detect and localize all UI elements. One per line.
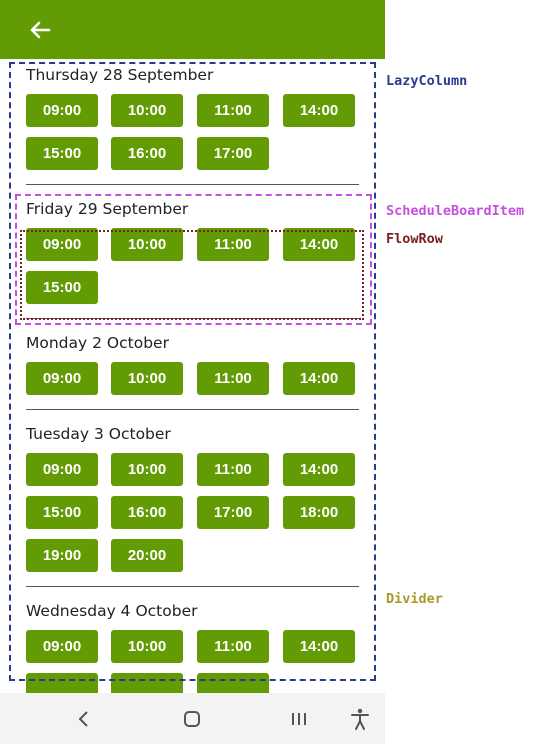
day-title: Monday 2 October bbox=[26, 334, 169, 352]
divider bbox=[26, 586, 359, 587]
flow-row-label: FlowRow bbox=[386, 231, 443, 247]
time-slot-button[interactable]: 09:00 bbox=[26, 453, 98, 486]
schedule-board-item-outline bbox=[15, 194, 372, 325]
phone-screen: Thursday 28 September 09:00 10:00 11:00 14:0… bbox=[0, 0, 385, 744]
day-title: Friday 29 September bbox=[26, 200, 189, 218]
time-slot-button[interactable]: 19:00 bbox=[26, 539, 98, 572]
flow-row-outline bbox=[20, 230, 364, 320]
lazy-column-label: LazyColumn bbox=[386, 73, 468, 89]
recents-icon[interactable] bbox=[287, 707, 311, 731]
time-slot-button[interactable]: 14:00 bbox=[283, 362, 355, 395]
time-slot-button[interactable]: 10:00 bbox=[111, 630, 183, 663]
time-slot-button[interactable]: 11:00 bbox=[197, 453, 269, 486]
time-slot-button[interactable]: 14:00 bbox=[283, 94, 355, 127]
system-nav-bar bbox=[0, 693, 385, 744]
accessibility-icon[interactable] bbox=[348, 707, 372, 731]
home-icon[interactable] bbox=[180, 707, 204, 731]
time-slot-button[interactable]: 10:00 bbox=[111, 94, 183, 127]
time-slot-button[interactable]: 16:00 bbox=[111, 137, 183, 170]
time-slot-button[interactable]: 15:00 bbox=[26, 271, 98, 304]
schedule-board-item-label: ScheduleBoardItem bbox=[386, 203, 525, 219]
day-title: Wednesday 4 October bbox=[26, 602, 198, 620]
time-slot-button[interactable]: 11:00 bbox=[197, 630, 269, 663]
time-slot-button[interactable]: 10:00 bbox=[111, 453, 183, 486]
time-slot-button[interactable]: 09:00 bbox=[26, 94, 98, 127]
time-slot-button[interactable]: 16:00 bbox=[111, 496, 183, 529]
time-slot-button[interactable]: 11:00 bbox=[197, 94, 269, 127]
lazy-column-outline bbox=[9, 62, 376, 681]
divider bbox=[26, 409, 359, 410]
schedule-list[interactable]: Thursday 28 September 09:00 10:00 11:00 14:0… bbox=[10, 62, 376, 702]
time-slot-button[interactable]: 14:00 bbox=[283, 453, 355, 486]
arrow-left-icon[interactable] bbox=[26, 16, 54, 44]
time-slot-button[interactable]: 09:00 bbox=[26, 362, 98, 395]
day-title: Thursday 28 September bbox=[26, 66, 214, 84]
time-slot-button[interactable]: 15:00 bbox=[26, 496, 98, 529]
time-slot-button[interactable]: 14:00 bbox=[283, 630, 355, 663]
time-slot-button[interactable]: 10:00 bbox=[111, 362, 183, 395]
divider bbox=[26, 184, 359, 185]
time-slot-button[interactable]: 15:00 bbox=[26, 137, 98, 170]
app-bar bbox=[0, 0, 385, 59]
time-slot-button[interactable]: 09:00 bbox=[26, 630, 98, 663]
time-slot-button[interactable]: 10:00 bbox=[111, 228, 183, 261]
divider-label: Divider bbox=[386, 591, 443, 607]
time-slot-button[interactable]: 11:00 bbox=[197, 228, 269, 261]
time-slot-button[interactable]: 17:00 bbox=[197, 496, 269, 529]
chevron-left-icon[interactable] bbox=[72, 707, 96, 731]
time-slot-button[interactable]: 14:00 bbox=[283, 228, 355, 261]
time-slot-button[interactable]: 18:00 bbox=[283, 496, 355, 529]
time-slot-button[interactable]: 11:00 bbox=[197, 362, 269, 395]
day-title: Tuesday 3 October bbox=[26, 425, 171, 443]
time-slot-button[interactable]: 17:00 bbox=[197, 137, 269, 170]
time-slot-button[interactable]: 20:00 bbox=[111, 539, 183, 572]
time-slot-button[interactable]: 09:00 bbox=[26, 228, 98, 261]
